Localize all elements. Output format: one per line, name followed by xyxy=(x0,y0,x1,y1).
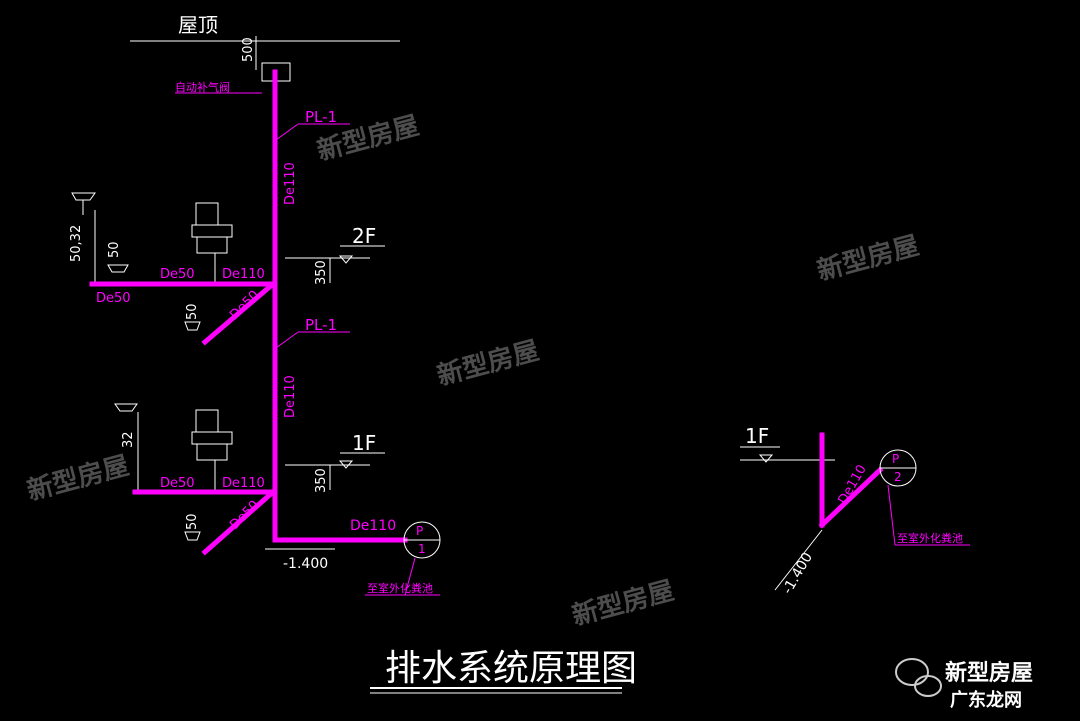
watermark-2: 新型房屋 xyxy=(814,230,922,287)
outlet-tank-label: 至室外化粪池 xyxy=(367,581,433,595)
floor2-toilet-base xyxy=(196,236,228,254)
riser-size-lower: De110 xyxy=(283,375,298,418)
floor2-dim-50-32: 50,32 xyxy=(69,225,84,262)
floor2-branch-c: De50 xyxy=(96,291,131,306)
floor1-drain-trap-icon xyxy=(184,531,201,541)
floor1-toilet-base xyxy=(196,443,228,461)
outlet-elev: -1.400 xyxy=(283,556,328,572)
watermark-5: 新型房屋 xyxy=(569,575,677,632)
floor2-toilet-seat xyxy=(191,224,233,238)
floor2-dim-350: 350 xyxy=(314,260,329,285)
vent-valve-label: 自动补气阀 xyxy=(175,80,230,94)
detail-tank-label: 至室外化粪池 xyxy=(897,531,963,545)
floor2-toilet-tank xyxy=(195,202,219,226)
floor1-dim-50: 50 xyxy=(185,513,200,530)
watermark-3: 新型房屋 xyxy=(434,335,542,392)
floor1-diagonal-pipe xyxy=(201,488,277,556)
floor2-basin-icon xyxy=(71,192,96,201)
wechat-logo-icon xyxy=(895,658,942,697)
floor2-diagonal-pipe xyxy=(201,280,277,346)
outlet-size: De110 xyxy=(350,518,396,534)
riser-label-upper-leader xyxy=(275,123,299,141)
floor2-branch-a: De50 xyxy=(160,267,195,282)
floor1-branch-b: De110 xyxy=(222,476,265,491)
floor1-dim-32: 32 xyxy=(121,431,136,448)
detail-elev: -1.400 xyxy=(780,550,816,597)
detail-level-marker xyxy=(758,454,774,463)
detail-leader xyxy=(887,484,896,546)
floor2-dim-50a: 50 xyxy=(107,241,122,258)
outlet-circle-bottom: 1 xyxy=(418,542,426,556)
riser-size-upper: De110 xyxy=(283,162,298,205)
riser-label-upper: PL-1 xyxy=(305,108,337,126)
brand-site: 广东龙网 xyxy=(950,689,1022,711)
floor2-drain-trap-icon xyxy=(184,321,201,331)
diagram-title: 排水系统原理图 xyxy=(385,648,637,689)
detail-elev-line xyxy=(774,529,823,591)
outlet-leader xyxy=(404,557,416,596)
floor1-level: 1F xyxy=(352,431,376,455)
detail-level: 1F xyxy=(745,424,769,448)
floor2-branch-b: De110 xyxy=(222,267,265,282)
floor1-toilet-seat xyxy=(191,431,233,445)
detail-circle-top: P xyxy=(892,452,899,466)
detail-circle-bottom: 2 xyxy=(894,470,902,484)
detail-diagonal xyxy=(818,466,884,529)
outlet-circle-top: P xyxy=(416,524,423,538)
floor2-floor-drain-icon xyxy=(107,264,129,273)
roof-label: 屋顶 xyxy=(178,13,218,37)
floor1-dim-350: 350 xyxy=(314,468,329,493)
floor2-dim-50b: 50 xyxy=(185,303,200,320)
floor2-level-marker xyxy=(338,255,354,264)
floor1-branch-a: De50 xyxy=(160,476,195,491)
riser-label-lower: PL-1 xyxy=(305,316,337,334)
floor2-level: 2F xyxy=(352,224,376,248)
brand-name: 新型房屋 xyxy=(945,660,1033,686)
floor1-toilet-tank xyxy=(195,409,219,433)
floor1-basin-icon xyxy=(114,403,138,412)
watermark-4: 新型房屋 xyxy=(24,450,132,507)
riser-label-lower-leader xyxy=(275,331,299,349)
dim-500: 500 xyxy=(241,37,256,62)
floor2-diag-size: De50 xyxy=(227,288,262,323)
